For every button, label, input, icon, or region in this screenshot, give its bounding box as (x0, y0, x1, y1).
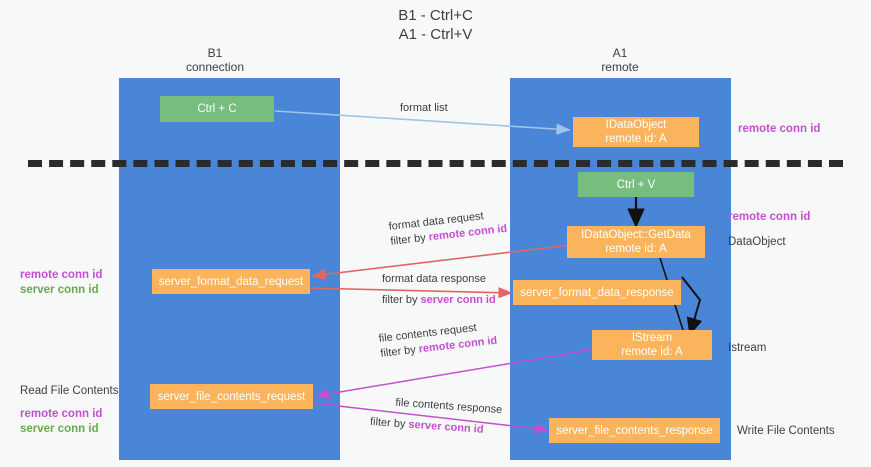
annotation-left-mid-server: server conn id (20, 284, 99, 296)
annotation-left-mid-remote: remote conn id (20, 269, 103, 281)
annotation-left-mid: remote conn id server conn id (20, 268, 102, 298)
edge-label-format-data-response-line2: filter by server conn id (382, 293, 496, 308)
annotation-right-mid-remote-conn-id: remote conn id (728, 211, 811, 223)
node-getdata-line2: remote id: A (605, 243, 667, 255)
node-ctrl-c-label: Ctrl + C (197, 103, 237, 115)
edge-filter-prefix-3: filter by (379, 343, 420, 360)
node-server-file-contents-request[interactable]: server_file_contents_request (150, 384, 313, 409)
node-getdata[interactable]: IDataObject::GetData remote id: A (567, 226, 705, 258)
node-server-format-data-request[interactable]: server_format_data_request (152, 269, 310, 294)
title-line-2: A1 - Ctrl+V (398, 26, 473, 43)
column-header-b1-role: connection (185, 60, 245, 74)
node-idataobject-line1: IDataObject (605, 119, 667, 131)
node-ctrl-v-label: Ctrl + V (616, 178, 656, 191)
section-divider (28, 160, 843, 167)
node-server-format-data-response[interactable]: server_format_data_response (513, 280, 681, 305)
edge-label-format-list: format list (400, 101, 448, 116)
node-getdata-line1: IDataObject::GetData (581, 229, 691, 241)
annotation-right-top-remote-conn-id: remote conn id (738, 123, 821, 135)
node-server-format-data-response-label: server_format_data_response (520, 286, 674, 299)
annotation-dataobject: DataObject (728, 236, 786, 248)
edge-filter-key-4: server conn id (408, 418, 484, 436)
annotation-left-bottom-remote: remote conn id (20, 408, 103, 420)
annotation-left-bottom: Read File Contents remote conn id server… (20, 384, 118, 437)
node-server-file-contents-request-label: server_file_contents_request (157, 390, 306, 403)
edge-filter-prefix-1: filter by (389, 231, 430, 248)
edge-label-file-contents-response-line2: filter by server conn id (369, 415, 501, 439)
edge-label-file-contents-response: file contents response filter by server … (369, 394, 503, 439)
node-server-file-contents-response-label: server_file_contents_response (556, 424, 713, 437)
annotation-write-file-contents: Write File Contents (737, 425, 835, 437)
title-line-1: B1 - Ctrl+C (398, 7, 473, 24)
column-header-b1-name: B1 (207, 46, 223, 60)
node-istream-line2: remote id: A (621, 346, 683, 358)
node-server-file-contents-response[interactable]: server_file_contents_response (549, 418, 720, 443)
node-ctrl-v[interactable]: Ctrl + V (578, 172, 694, 197)
annotation-read-file-contents: Read File Contents (20, 385, 119, 397)
edge-filter-prefix-2: filter by (382, 294, 421, 306)
column-header-a1-role: remote (601, 60, 639, 74)
column-header-b1: B1 connection (155, 46, 275, 74)
edge-label-file-contents-request: file contents request filter by remote c… (378, 319, 498, 362)
column-header-a1: A1 remote (560, 46, 680, 74)
node-istream-line1: IStream (631, 332, 673, 344)
node-idataobject-line2: remote id: A (605, 133, 667, 145)
column-header-a1-name: A1 (612, 46, 628, 60)
node-server-format-data-request-label: server_format_data_request (158, 275, 304, 288)
annotation-istream: Istream (728, 342, 767, 354)
edge-label-file-contents-response-line1: file contents response (395, 396, 503, 417)
edge-filter-key-2: server conn id (420, 294, 496, 306)
node-istream[interactable]: IStream remote id: A (592, 330, 712, 360)
edge-filter-prefix-4: filter by (369, 415, 409, 431)
node-ctrl-c[interactable]: Ctrl + C (160, 96, 274, 122)
edge-label-format-data-request: format data request filter by remote con… (388, 207, 508, 250)
node-idataobject[interactable]: IDataObject remote id: A (573, 117, 699, 147)
edge-label-format-data-response: format data response filter by server co… (382, 272, 496, 308)
page-title: B1 - Ctrl+C A1 - Ctrl+V (0, 6, 871, 44)
annotation-left-bottom-server: server conn id (20, 423, 99, 435)
edge-label-format-data-response-line1: format data response (382, 273, 486, 285)
edge-label-format-list-text: format list (400, 102, 448, 114)
